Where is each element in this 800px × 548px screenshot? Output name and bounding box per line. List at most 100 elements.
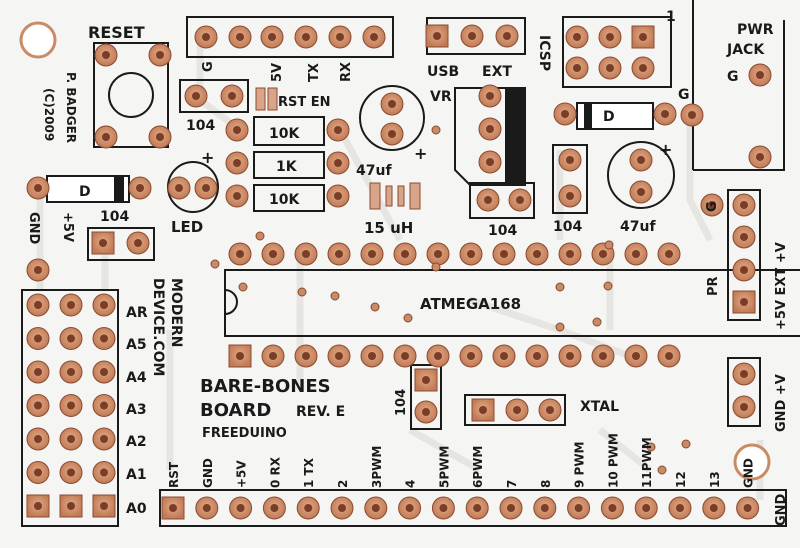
- reset-switch-pad: [148, 43, 172, 67]
- label-rx-top: RX: [339, 62, 354, 82]
- chip-pin-pad: [426, 344, 450, 368]
- chip-pin-pad: [327, 344, 351, 368]
- digital-header-pad: [398, 496, 422, 520]
- label-104-b: 104: [488, 223, 517, 239]
- chip-pin-pad: [294, 242, 318, 266]
- jack-pad: [748, 63, 772, 87]
- diode-pad: [653, 102, 677, 126]
- digital-header-pad: [330, 496, 354, 520]
- digital-header-pad: [499, 496, 523, 520]
- via: [297, 287, 307, 297]
- label-analog-a5: A5: [126, 337, 147, 353]
- analog-header-pad: [59, 293, 83, 317]
- smd-pads: [255, 87, 421, 210]
- label-jack: JACK: [726, 42, 765, 58]
- bottom-pin-label: 6PWM: [471, 446, 485, 488]
- label-ext-v: +5V EXT +V: [774, 242, 789, 330]
- ext-header-pad: [732, 193, 756, 217]
- via: [403, 313, 413, 323]
- reset-switch-pad: [94, 43, 118, 67]
- analog-header-pad: [92, 327, 116, 350]
- chip-pin-pad: [261, 242, 285, 266]
- chip-pin-pad: [558, 344, 582, 368]
- label-atmega: ATMEGA168: [420, 295, 521, 313]
- label-10k-b: 10K: [269, 192, 300, 208]
- analog-header-pad: [92, 427, 116, 451]
- chip-pin-pad: [294, 344, 318, 368]
- resistor-pad: [326, 118, 350, 142]
- cap-pad: [476, 188, 500, 212]
- label-usb: USB: [427, 64, 459, 80]
- regulator-pad: [478, 150, 502, 174]
- analog-header-pad: [26, 394, 50, 417]
- chip-pin-pad: [525, 242, 549, 266]
- bottom-pin-label: 8: [539, 480, 553, 488]
- bottom-pin-label: 4: [404, 480, 418, 488]
- gnd-v-pad: [732, 395, 756, 419]
- cap-pad: [558, 184, 582, 208]
- via: [592, 317, 602, 327]
- digital-header-pad: [364, 496, 388, 520]
- ext-header-pad: [732, 225, 756, 249]
- icsp-pad: [565, 56, 589, 80]
- label-plus-vr: +: [414, 144, 427, 163]
- ftdi-header-pad: [362, 25, 386, 49]
- label-104-a: 104: [186, 118, 215, 134]
- cap-pad: [558, 148, 582, 172]
- via: [370, 302, 380, 312]
- chip-pin-pad: [393, 344, 417, 368]
- via: [555, 282, 565, 292]
- cap-pad: [629, 148, 653, 172]
- icsp-pad: [631, 56, 655, 80]
- ext-header-pad: [732, 258, 756, 282]
- label-47uf-b: 47uf: [620, 219, 656, 235]
- chip-pin-pad: [360, 344, 384, 368]
- label-15uh: 15 uH: [364, 219, 413, 237]
- chip-pin-pad: [492, 344, 516, 368]
- label-plus-cap: +: [659, 140, 672, 159]
- digital-header-pad: [465, 496, 489, 520]
- gnd-v-pad: [732, 362, 756, 386]
- bottom-pin-label: 9 PWM: [573, 442, 587, 489]
- icsp-pad: [565, 25, 589, 49]
- label-analog-a1: A1: [126, 467, 147, 483]
- icsp-pad: [631, 25, 655, 49]
- diodes: [46, 88, 654, 203]
- bottom-pin-label: 3PWM: [370, 446, 384, 488]
- resistor-pad: [326, 151, 350, 175]
- digital-header-pad: [702, 496, 726, 520]
- analog-header-pad: [92, 293, 116, 317]
- digital-header-pad: [431, 496, 455, 520]
- bottom-pin-label: RST: [167, 461, 181, 488]
- chip-pin-pad: [492, 242, 516, 266]
- resistor-pad: [326, 184, 350, 208]
- via: [681, 439, 691, 449]
- label-pr: PR: [706, 276, 721, 296]
- label-gnd-bottom-right: GND: [774, 493, 789, 526]
- analog-header-pad: [59, 394, 83, 417]
- bottom-pin-label: +5V: [235, 460, 249, 488]
- xtal-pad: [538, 398, 562, 422]
- bottom-pin-label: 11PWM: [640, 437, 654, 488]
- icsp-pad: [598, 56, 622, 80]
- cap-pad: [380, 92, 404, 116]
- chip-pin-pad: [591, 344, 615, 368]
- ext-header-pad: [732, 290, 756, 314]
- chip-pin-pad: [558, 242, 582, 266]
- cap-pad: [220, 84, 244, 108]
- bottom-pin-label: 0 RX: [268, 456, 282, 488]
- chip-pin-pad: [624, 242, 648, 266]
- label-xtal: XTAL: [580, 399, 619, 415]
- pad: [26, 258, 50, 282]
- digital-header-pad: [533, 496, 557, 520]
- label-pwr: PWR: [737, 22, 774, 38]
- label-10k-a: 10K: [269, 126, 300, 142]
- silk-text: RESET PWR JACK G 1 G D D USB EXT VR RST …: [26, 9, 789, 526]
- label-gnd-left: GND: [26, 212, 41, 245]
- label-freeduino: FREEDUINO: [202, 426, 287, 441]
- bottom-pin-label: 13: [708, 471, 722, 488]
- regulator-pad: [478, 84, 502, 108]
- vias: [210, 125, 691, 475]
